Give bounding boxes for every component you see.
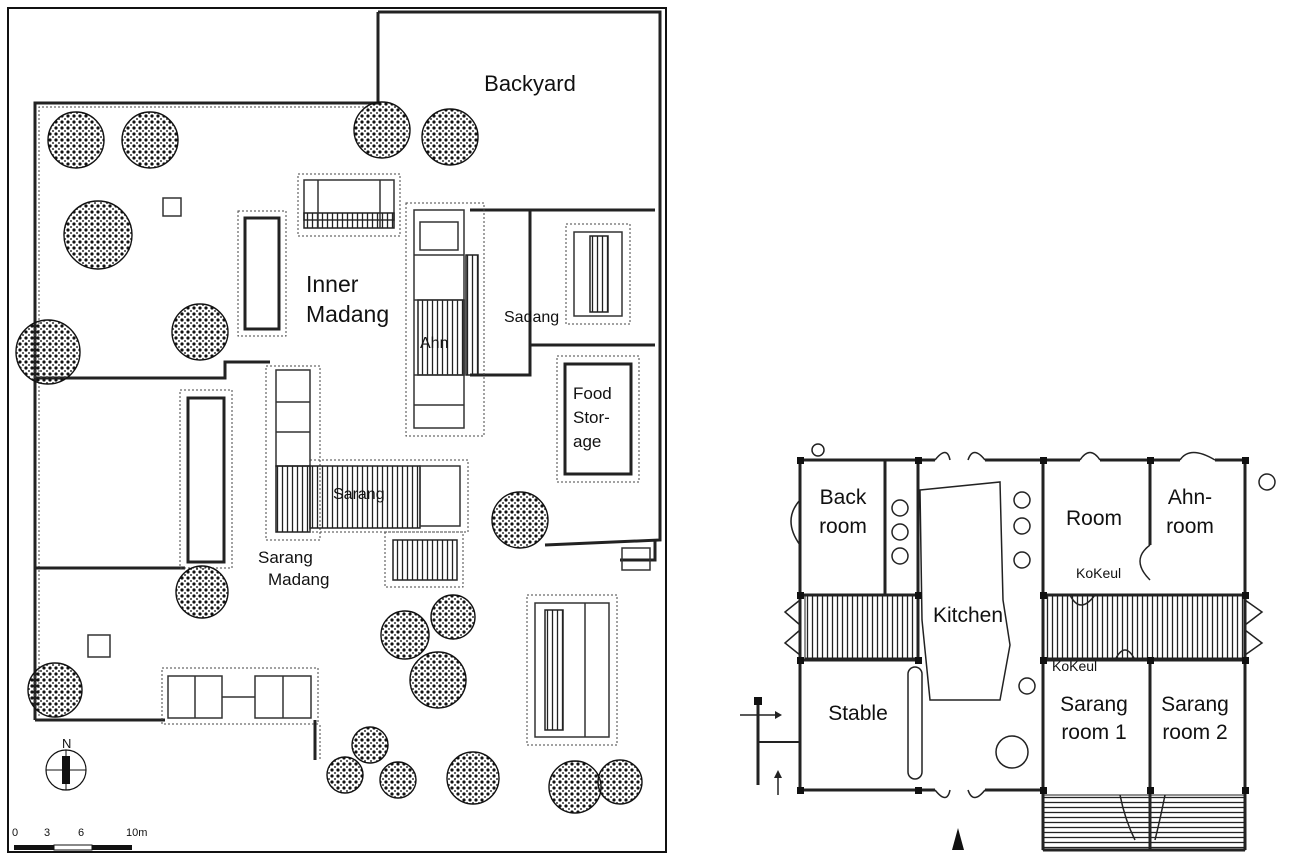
- arrow-up-head-icon: [774, 770, 782, 778]
- tree: [421, 108, 479, 166]
- tree: [15, 319, 81, 385]
- label-ahn: Ahn: [420, 335, 448, 352]
- scale-tick-3: 3: [44, 827, 50, 839]
- label-room: Room: [1066, 507, 1122, 530]
- stable-trough: [907, 666, 923, 780]
- building-food-storage: [556, 355, 640, 483]
- label-kokeul-bottom: KoKeul: [1052, 658, 1097, 674]
- tree: [351, 726, 389, 764]
- site-plan-frame: [7, 7, 667, 853]
- tree: [380, 610, 430, 660]
- kitchen-counter: [919, 481, 1011, 701]
- building-sadang: [565, 223, 631, 325]
- floor-plan: Back room Room Ahn- room Kitchen Stable …: [740, 443, 1276, 852]
- tree: [491, 491, 549, 549]
- label-sarang-room2-line2: room 2: [1162, 721, 1227, 744]
- scale-tick-6: 6: [78, 827, 84, 839]
- small-structures: [87, 197, 651, 658]
- tree: [27, 662, 83, 718]
- compound-walls: [33, 10, 662, 760]
- tree: [47, 111, 105, 169]
- building-west-storage: [237, 210, 287, 337]
- scale-tick-0: 0: [12, 827, 18, 839]
- trees: [15, 101, 643, 814]
- label-food-storage-line1: Food: [573, 384, 612, 403]
- label-kokeul-top: KoKeul: [1076, 565, 1121, 581]
- label-sarang: Sarang: [333, 486, 385, 503]
- site-plan: Backyard Inner Madang Sadang Ahn Food St…: [7, 7, 667, 853]
- building-top-gate: [297, 173, 401, 237]
- tree: [353, 101, 411, 159]
- entry-gate: [740, 697, 800, 785]
- building-east-annex: [526, 594, 618, 746]
- label-ahn-room-line1: Ahn-: [1168, 486, 1212, 509]
- scale-bar: 0 3 6 10m: [12, 827, 147, 851]
- label-back-room-line2: room: [819, 515, 867, 538]
- label-back-room-line1: Back: [820, 486, 867, 509]
- scale-tick-10m: 10m: [126, 827, 147, 839]
- label-food-storage-line3: age: [573, 432, 601, 451]
- building-sarang: [265, 365, 469, 588]
- label-ahn-room-line2: room: [1166, 515, 1214, 538]
- door-swings: [783, 451, 1264, 841]
- label-sarang-madang-line1: Sarang: [258, 548, 313, 567]
- tree: [409, 651, 467, 709]
- north-label: N: [62, 736, 71, 751]
- building-west-long: [179, 389, 233, 569]
- label-stable: Stable: [828, 702, 888, 725]
- label-sarang-room1-line2: room 1: [1061, 721, 1126, 744]
- corridor-west: [804, 595, 919, 659]
- columns: [797, 457, 1249, 794]
- tree: [430, 594, 476, 640]
- label-sarang-room1-line1: Sarang: [1060, 693, 1128, 716]
- label-inner-madang-line1: Inner: [306, 271, 359, 297]
- label-inner-madang-line2: Madang: [306, 301, 389, 327]
- building-ahn: [405, 202, 485, 437]
- north-arrow-icon: N: [45, 736, 87, 791]
- corridor-east: [1042, 595, 1246, 659]
- tree: [175, 565, 229, 619]
- building-south-gate: [161, 667, 319, 725]
- kitchen-pots: [811, 443, 1276, 769]
- tree: [171, 303, 229, 361]
- label-sadang: Sadang: [504, 309, 559, 326]
- label-backyard: Backyard: [484, 71, 576, 96]
- tree: [121, 111, 179, 169]
- veranda-south: [1042, 794, 1246, 851]
- label-food-storage-line2: Stor-: [573, 408, 610, 427]
- tree: [597, 759, 643, 805]
- entrance-marker-icon: [952, 828, 964, 850]
- tree: [326, 756, 364, 794]
- label-kitchen: Kitchen: [933, 604, 1003, 627]
- tree: [379, 761, 417, 799]
- tree: [446, 751, 500, 805]
- tree: [548, 760, 602, 814]
- label-sarang-madang-line2: Madang: [268, 570, 329, 589]
- tree: [63, 200, 133, 270]
- label-sarang-room2-line1: Sarang: [1161, 693, 1229, 716]
- arrow-right-icon: [775, 711, 782, 719]
